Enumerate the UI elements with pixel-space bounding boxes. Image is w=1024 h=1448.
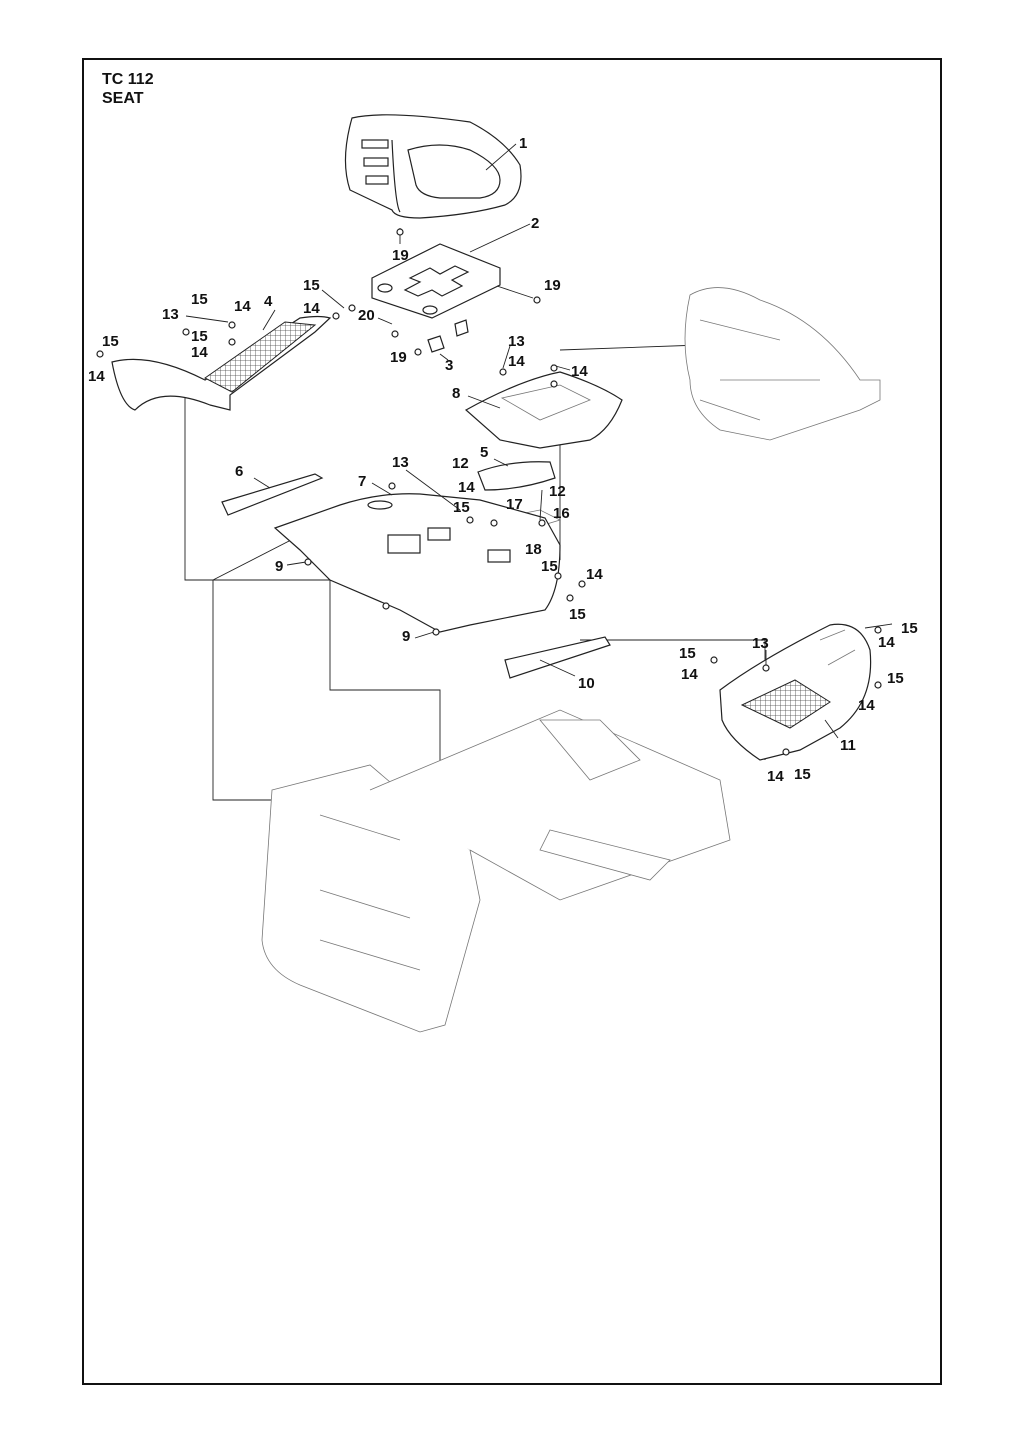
callout-14: 14 bbox=[878, 634, 895, 651]
leader-lines bbox=[185, 143, 893, 739]
callout-14: 14 bbox=[303, 300, 320, 317]
callout-8: 8 bbox=[452, 385, 460, 402]
callout-14: 14 bbox=[191, 344, 208, 361]
dashboard-assembly bbox=[684, 287, 881, 441]
callout-14: 14 bbox=[88, 368, 105, 385]
left-trim-strip bbox=[221, 473, 324, 516]
seat-pan bbox=[371, 243, 501, 319]
right-footrest bbox=[719, 623, 872, 761]
callout-2: 2 bbox=[531, 215, 539, 232]
callout-19: 19 bbox=[392, 247, 409, 264]
main-body-panel bbox=[273, 493, 561, 633]
dash-panel bbox=[464, 371, 623, 449]
callout-14: 14 bbox=[586, 566, 603, 583]
lower-trim-strip bbox=[504, 636, 611, 679]
callout-15: 15 bbox=[102, 333, 119, 350]
callout-15: 15 bbox=[569, 606, 586, 623]
callout-13: 13 bbox=[162, 306, 179, 323]
callout-17: 17 bbox=[506, 496, 523, 513]
callout-13: 13 bbox=[392, 454, 409, 471]
callout-20: 20 bbox=[358, 307, 375, 324]
callout-1: 1 bbox=[519, 135, 527, 152]
tractor-chassis bbox=[261, 709, 731, 1033]
callout-13: 13 bbox=[752, 635, 769, 652]
callout-7: 7 bbox=[358, 473, 366, 490]
callout-12: 12 bbox=[452, 455, 469, 472]
seat-cushion bbox=[344, 114, 522, 219]
callout-15: 15 bbox=[191, 291, 208, 308]
callout-18: 18 bbox=[525, 541, 542, 558]
callout-19: 19 bbox=[390, 349, 407, 366]
section-title: SEAT bbox=[102, 90, 144, 107]
callout-6: 6 bbox=[235, 463, 243, 480]
fasteners bbox=[96, 228, 882, 756]
callout-15: 15 bbox=[887, 670, 904, 687]
callout-15: 15 bbox=[901, 620, 918, 637]
callout-15: 15 bbox=[303, 277, 320, 294]
callout-14: 14 bbox=[508, 353, 525, 370]
callout-5: 5 bbox=[480, 444, 488, 461]
callout-14: 14 bbox=[571, 363, 588, 380]
callout-15: 15 bbox=[679, 645, 696, 662]
projection-lines bbox=[184, 344, 766, 801]
callout-15: 15 bbox=[541, 558, 558, 575]
callout-9: 9 bbox=[275, 558, 283, 575]
callout-4: 4 bbox=[264, 293, 273, 310]
left-footrest bbox=[111, 315, 332, 411]
callout-14: 14 bbox=[234, 298, 251, 315]
drawing-frame bbox=[82, 58, 942, 1385]
callout-10: 10 bbox=[578, 675, 595, 692]
callout-14: 14 bbox=[767, 768, 784, 785]
callout-15: 15 bbox=[453, 499, 470, 516]
callout-14: 14 bbox=[681, 666, 698, 683]
callout-3: 3 bbox=[445, 357, 453, 374]
callout-9: 9 bbox=[402, 628, 410, 645]
callout-19: 19 bbox=[544, 277, 561, 294]
callout-15: 15 bbox=[794, 766, 811, 783]
callout-16: 16 bbox=[553, 505, 570, 522]
model-title: TC 112 bbox=[102, 71, 154, 88]
callout-12: 12 bbox=[549, 483, 566, 500]
callout-13: 13 bbox=[508, 333, 525, 350]
seat-brackets bbox=[427, 319, 469, 353]
console-cover bbox=[477, 461, 556, 491]
callout-14: 14 bbox=[458, 479, 475, 496]
callout-15: 15 bbox=[191, 328, 208, 345]
title-block: TC 112 SEAT bbox=[102, 70, 154, 108]
callout-labels: 1 2 19 19 19 20 3 15 15 15 15 14 14 14 1… bbox=[88, 135, 918, 785]
callout-11: 11 bbox=[840, 737, 856, 754]
callout-14: 14 bbox=[858, 697, 875, 714]
